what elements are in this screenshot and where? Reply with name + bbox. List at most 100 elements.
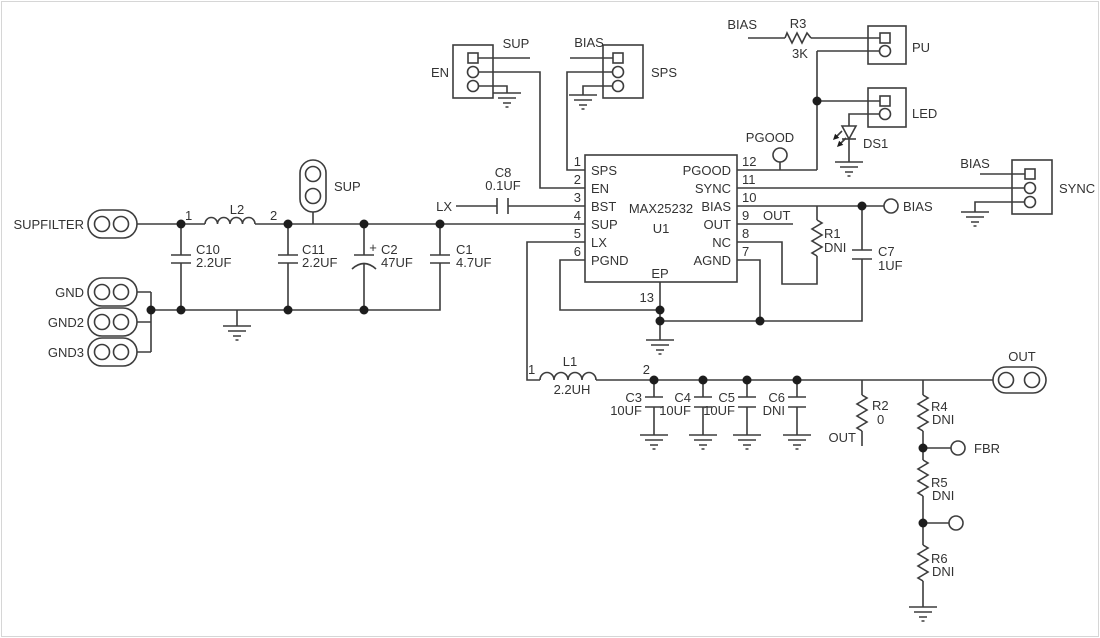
capacitor-plates: [694, 396, 712, 408]
c6-value: DNI: [763, 403, 785, 418]
junction-dot: [146, 305, 156, 315]
ic-part-number: MAX25232: [629, 201, 693, 216]
capacitor-c2: + C2 47UF: [351, 240, 413, 270]
connector-gnd2: GND2: [48, 307, 138, 337]
header-body: [602, 44, 644, 99]
c2-polarity: +: [369, 240, 377, 255]
ic-pin-number: 1: [574, 154, 581, 169]
ground-rail-wire: [137, 291, 364, 353]
led-emission-arrowhead: [833, 133, 840, 140]
inductor-l2: L2 1 2: [185, 202, 277, 225]
junction-dot: [792, 375, 802, 385]
resistor-r1: R1 DNI: [810, 219, 846, 257]
en-header-wires: [478, 57, 585, 189]
ic-pin-number: 11: [742, 172, 756, 187]
connector-body: [87, 307, 138, 337]
connector-body: [87, 337, 138, 367]
header-sync: SYNC BIAS: [960, 156, 1095, 215]
junction-dot: [918, 518, 928, 528]
l2-pin2-number: 2: [270, 208, 277, 223]
ic-pin-name: SYNC: [695, 181, 731, 196]
ground-symbol: [835, 161, 863, 177]
resistor-r3: R3 3K: [784, 16, 812, 61]
connector-body: [87, 209, 138, 239]
connector-label: GND: [55, 285, 84, 300]
connector-supfilter: SUPFILTER: [13, 209, 138, 239]
header-label: LED: [912, 106, 937, 121]
junction-dot: [857, 201, 867, 211]
c8-refdes: C8: [495, 165, 512, 180]
connector-pin: [304, 187, 322, 205]
connector-pin: [304, 165, 322, 183]
ic-pin-number: 4: [574, 208, 581, 223]
connector-body: [299, 159, 327, 213]
capacitor-c3: C3 10UF: [610, 390, 663, 418]
ic-pin-number: 6: [574, 244, 581, 259]
ground-symbol: [646, 339, 674, 355]
r4-refdes: R4: [931, 399, 948, 414]
net-label-bias: BIAS: [960, 156, 990, 171]
ic-pin-name: LX: [591, 235, 607, 250]
net-label-bias: BIAS: [574, 35, 604, 50]
junction-dots: [146, 96, 928, 528]
ic-pin-number: 7: [742, 244, 749, 259]
header-sps: SPS BIAS: [574, 35, 677, 99]
led-ds1: DS1: [833, 125, 888, 151]
capacitor-c10: C10 2.2UF: [171, 242, 231, 270]
capacitor-c11: C11 2.2UF: [278, 242, 337, 270]
ic-pin-number: 9: [742, 208, 749, 223]
capacitor-c8: C8 0.1UF: [485, 165, 521, 214]
header-led: LED: [867, 87, 937, 128]
testpoint-pad: [948, 515, 964, 531]
connector-pin: [93, 343, 111, 361]
c4-value: 10UF: [659, 403, 691, 418]
testpoint-pad: [883, 198, 899, 214]
connector-pin: [112, 283, 130, 301]
junction-dot: [755, 316, 765, 326]
connector-label: SUPFILTER: [13, 217, 84, 232]
r6-refdes: R6: [931, 551, 948, 566]
junction-dot: [742, 375, 752, 385]
ic-refdes: U1: [653, 221, 670, 236]
connector-gnd3: GND3: [48, 337, 138, 367]
header-body: [452, 44, 494, 99]
net-label-sup: SUP: [503, 36, 530, 51]
testpoint-unlabeled: [948, 515, 964, 531]
capacitor-plates: [788, 396, 806, 408]
ic-pin-name: BST: [591, 199, 616, 214]
ground-symbol: [569, 94, 597, 110]
r5-value: DNI: [932, 488, 954, 503]
resistor-zigzag: [810, 219, 824, 257]
capacitor-c1: C1 4.7UF: [430, 242, 491, 270]
connector-label: SUP: [334, 179, 361, 194]
connector-out: OUT: [992, 349, 1047, 394]
ground-symbols: [223, 92, 989, 622]
testpoint-pgood: PGOOD: [746, 130, 794, 163]
ic-pin-name: PGND: [591, 253, 629, 268]
capacitor-plates: [171, 254, 191, 264]
c7-refdes: C7: [878, 244, 895, 259]
pgood-net-wires: [737, 37, 880, 171]
junction-dot: [176, 219, 186, 229]
c2-value: 47UF: [381, 255, 413, 270]
header-label: PU: [912, 40, 930, 55]
c11-refdes: C11: [302, 242, 325, 257]
capacitor-plates: [738, 396, 756, 408]
ic-pin-name: AGND: [693, 253, 731, 268]
header-pin: [611, 79, 625, 93]
c3-refdes: C3: [625, 390, 642, 405]
c2-refdes: C2: [381, 242, 398, 257]
r3-refdes: R3: [790, 16, 807, 31]
header-body: [867, 87, 907, 128]
testpoint-bias: BIAS: [883, 198, 933, 214]
resistor-r6: R6 DNI: [916, 544, 954, 582]
ic-pin-name: SPS: [591, 163, 617, 178]
connector-body: [992, 366, 1047, 394]
header-label: SPS: [651, 65, 677, 80]
resistor-r2: R2 0: [855, 394, 889, 432]
r5-refdes: R5: [931, 475, 948, 490]
header-pin: [1023, 181, 1037, 195]
connector-pin: [93, 283, 111, 301]
